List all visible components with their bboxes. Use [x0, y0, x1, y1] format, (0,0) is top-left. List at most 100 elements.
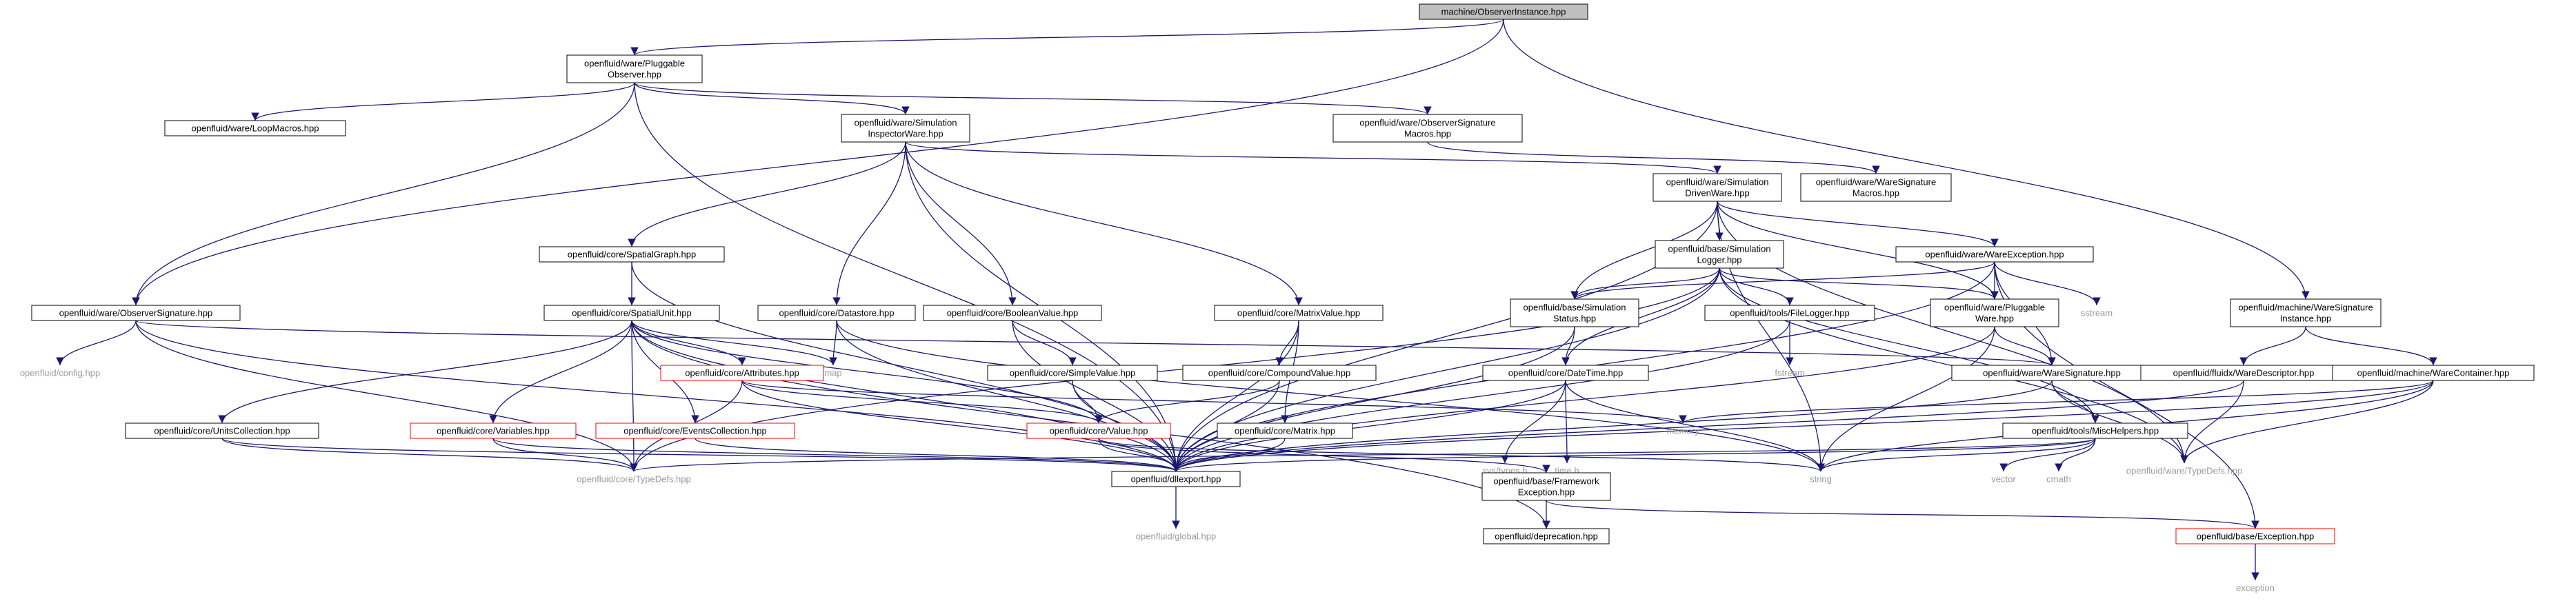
node-root[interactable]: machine/ObserverInstance.hpp	[1419, 3, 1588, 20]
edge-attributes-to-dllexport	[741, 380, 1180, 472]
node-label-pluggable_observer: Observer.hpp	[608, 70, 661, 80]
node-box-simple_value	[987, 365, 1158, 381]
node-box-sim_status	[1510, 298, 1639, 327]
node-value[interactable]: openfluid/core/Value.hpp	[1026, 422, 1171, 439]
node-label-dllexport: openfluid/dllexport.hpp	[1131, 474, 1221, 485]
edge-sim_inspector-to-datastore	[832, 141, 906, 306]
node-attributes[interactable]: openfluid/core/Attributes.hpp	[660, 365, 824, 381]
node-box-spatial_graph	[539, 246, 725, 263]
edge-attributes-to-memory	[741, 380, 1687, 424]
node-file_logger[interactable]: openfluid/tools/FileLogger.hpp	[1704, 305, 1875, 321]
node-box-root	[1419, 3, 1588, 20]
node-matrix[interactable]: openfluid/core/Matrix.hpp	[1217, 422, 1353, 439]
node-label-sim_inspector: openfluid/ware/Simulation	[855, 118, 957, 128]
node-dllexport[interactable]: openfluid/dllexport.hpp	[1111, 471, 1241, 487]
edge-observer_signature-to-config	[56, 320, 137, 366]
edge-ware_signature-to-misc_helpers	[2051, 380, 2099, 424]
node-box-dllexport	[1111, 471, 1241, 487]
node-label-units_collection: openfluid/core/UnitsCollection.hpp	[154, 426, 290, 436]
node-box-sim_logger	[1655, 240, 1784, 269]
node-label-ware_descriptor: openfluid/fluidx/WareDescriptor.hpp	[2173, 368, 2315, 378]
node-boolean_value[interactable]: openfluid/core/BooleanValue.hpp	[923, 305, 1102, 321]
node-label-exception: exception	[2236, 583, 2275, 593]
edge-ware_container-to-memory	[1679, 380, 2434, 424]
node-label-ware_sig_macros: Macros.hpp	[1853, 188, 1899, 198]
edge-sim_logger-to-dllexport	[1172, 267, 1720, 472]
edge-spatial_unit-to-value	[631, 320, 1103, 424]
node-label-memory: memory	[1667, 426, 1699, 436]
node-box-misc_helpers	[2002, 422, 2188, 439]
node-deprecation[interactable]: openfluid/deprecation.hpp	[1483, 528, 1610, 544]
node-label-core_typedefs: openfluid/core/TypeDefs.hpp	[577, 474, 691, 485]
node-label-value: openfluid/core/Value.hpp	[1050, 426, 1148, 436]
node-sstream: sstream	[2081, 308, 2113, 318]
edge-ware_signature-to-ware_typedefs	[2051, 380, 2188, 464]
edge-pluggable_observer-to-dllexport	[634, 82, 1180, 472]
node-loop_macros[interactable]: openfluid/ware/LoopMacros.hpp	[164, 120, 346, 136]
edge-value-to-string	[1098, 438, 1825, 472]
edge-matrix-to-dllexport	[1172, 438, 1286, 472]
node-base_exception[interactable]: openfluid/base/Exception.hpp	[2175, 528, 2335, 544]
edge-observer_signature-to-core_typedefs	[135, 320, 638, 472]
edge-sim_inspector-to-matrix_value	[905, 141, 1303, 306]
node-observer_signature[interactable]: openfluid/ware/ObserverSignature.hpp	[31, 305, 241, 321]
node-label-sim_driven: openfluid/ware/Simulation	[1666, 177, 1769, 187]
node-exception: exception	[2236, 583, 2275, 593]
node-label-sim_driven: DrivenWare.hpp	[1685, 188, 1749, 198]
node-units_collection[interactable]: openfluid/core/UnitsCollection.hpp	[125, 422, 319, 439]
node-datetime[interactable]: openfluid/core/DateTime.hpp	[1482, 365, 1649, 381]
node-variables[interactable]: openfluid/core/Variables.hpp	[410, 422, 577, 439]
node-label-observer_signature: openfluid/ware/ObserverSignature.hpp	[59, 308, 213, 318]
node-box-base_exception	[2175, 528, 2335, 544]
node-label-variables: openfluid/core/Variables.hpp	[437, 426, 550, 436]
edge-ware_descriptor-to-dllexport	[1172, 380, 2244, 472]
node-label-ware_typedefs: openfluid/ware/TypeDefs.hpp	[2126, 466, 2242, 476]
edge-pluggable_observer-to-loop_macros	[251, 82, 635, 121]
node-events_collection[interactable]: openfluid/core/EventsCollection.hpp	[595, 422, 795, 439]
node-ware_container[interactable]: openfluid/machine/WareContainer.hpp	[2332, 365, 2535, 381]
node-box-sim_driven	[1653, 173, 1782, 202]
node-label-ware_sig_instance: Instance.hpp	[2280, 314, 2331, 324]
node-ware_exception[interactable]: openfluid/ware/WareException.hpp	[1895, 246, 2094, 263]
node-datastore[interactable]: openfluid/core/Datastore.hpp	[757, 305, 916, 321]
node-box-matrix	[1217, 422, 1353, 439]
edge-sim_status-to-datetime	[1561, 326, 1575, 366]
node-box-units_collection	[125, 422, 319, 439]
node-spatial_unit[interactable]: openfluid/core/SpatialUnit.hpp	[543, 305, 720, 321]
node-spatial_graph[interactable]: openfluid/core/SpatialGraph.hpp	[539, 246, 725, 263]
node-label-fstream: fstream	[1775, 368, 1804, 378]
node-label-sim_status: openfluid/base/Simulation	[1524, 303, 1626, 313]
node-label-sim_logger: openfluid/base/Simulation	[1668, 244, 1771, 254]
node-simple_value[interactable]: openfluid/core/SimpleValue.hpp	[987, 365, 1158, 381]
node-ware_signature[interactable]: openfluid/ware/WareSignature.hpp	[1951, 365, 2153, 381]
node-box-events_collection	[595, 422, 795, 439]
node-box-deprecation	[1483, 528, 1610, 544]
edge-pluggable_ware-to-ware_signature	[1994, 326, 2056, 366]
node-sim_inspector[interactable]: openfluid/ware/SimulationInspectorWare.h…	[841, 114, 970, 143]
node-label-ware_signature: openfluid/ware/WareSignature.hpp	[1983, 368, 2121, 378]
node-label-compound_value: openfluid/core/CompoundValue.hpp	[1208, 368, 1350, 378]
node-matrix_value[interactable]: openfluid/core/MatrixValue.hpp	[1214, 305, 1384, 321]
edge-spatial_unit-to-units_collection	[218, 320, 632, 424]
edge-spatial_unit-to-map	[631, 320, 837, 366]
node-compound_value[interactable]: openfluid/core/CompoundValue.hpp	[1182, 365, 1377, 381]
node-obs_sig_macros[interactable]: openfluid/ware/ObserverSignatureMacros.h…	[1332, 114, 1523, 143]
node-label-vector: vector	[1991, 474, 2016, 485]
edge-root-to-pluggable_observer	[630, 19, 1504, 56]
edge-sim_logger-to-file_logger	[1719, 267, 1794, 306]
node-misc_helpers[interactable]: openfluid/tools/MiscHelpers.hpp	[2002, 422, 2188, 439]
edge-datetime-to-dllexport	[1172, 380, 1566, 472]
edge-ware_sig_instance-to-ware_container	[2305, 326, 2437, 366]
node-ware_sig_instance[interactable]: openfluid/machine/WareSignatureInstance.…	[2230, 298, 2382, 327]
edge-spatial_unit-to-dllexport	[631, 320, 1180, 472]
edge-ware_container-to-ware_typedefs	[2180, 380, 2434, 464]
node-ware_descriptor[interactable]: openfluid/fluidx/WareDescriptor.hpp	[2140, 365, 2347, 381]
